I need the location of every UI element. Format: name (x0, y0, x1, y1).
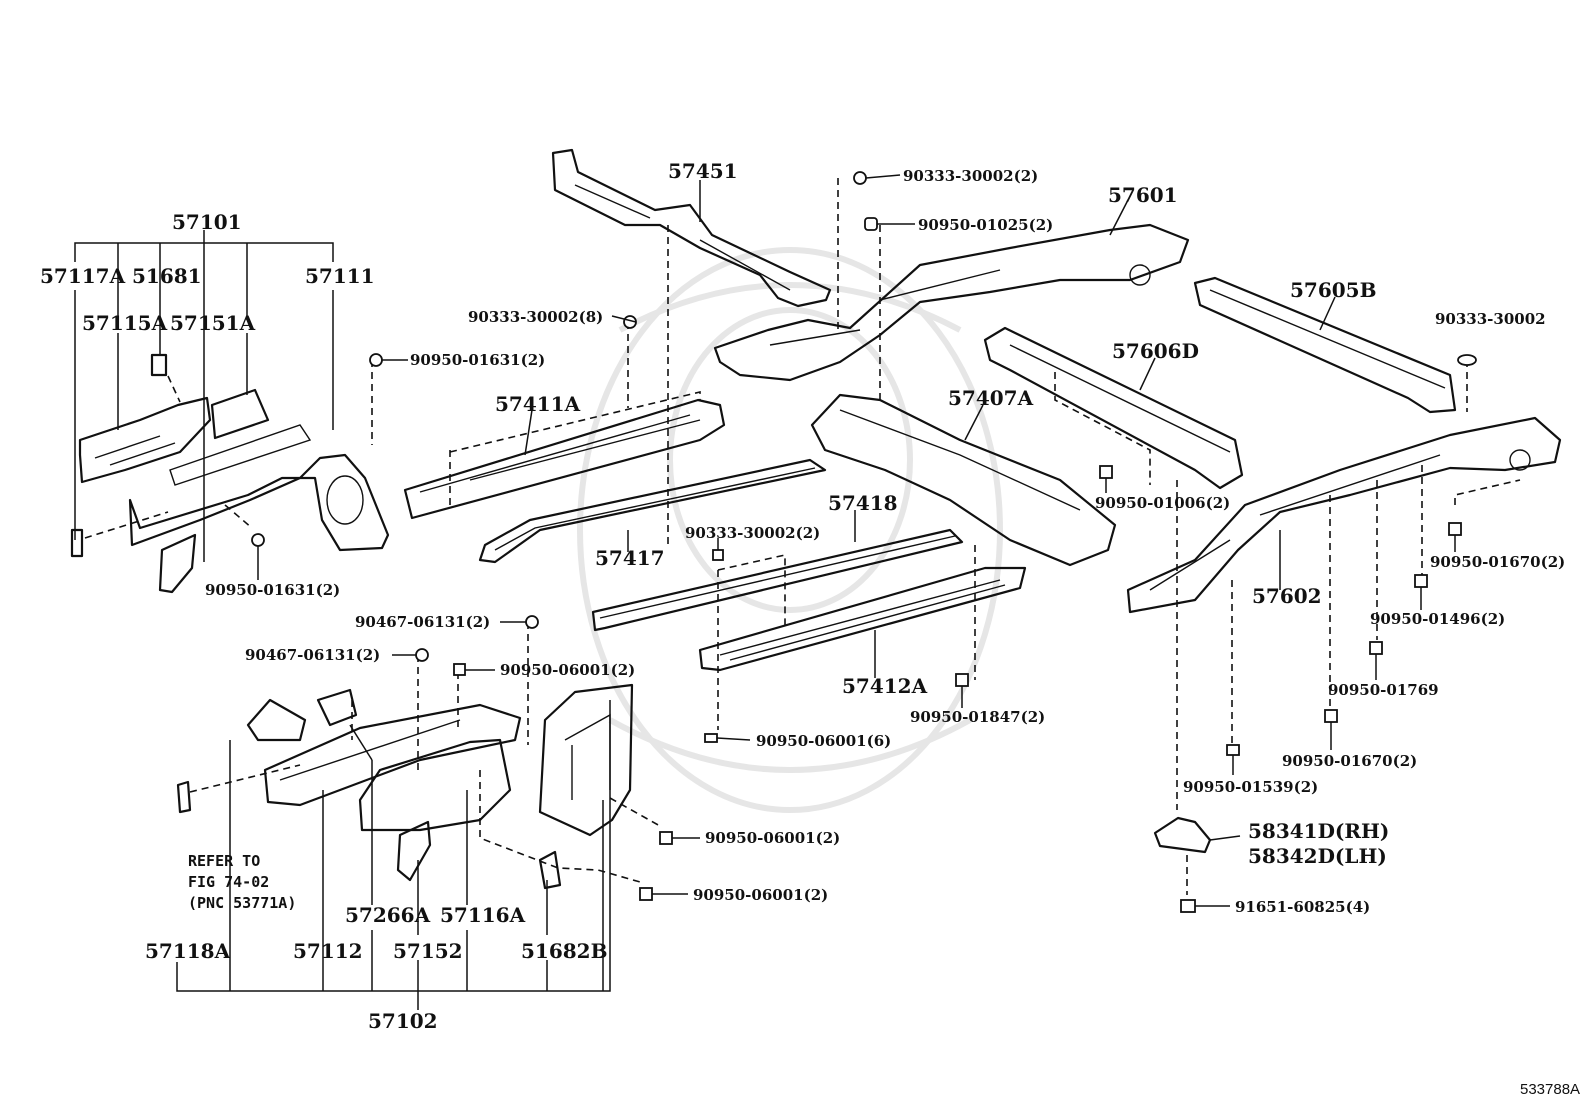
part-57116a (358, 738, 512, 832)
part-57601 (713, 223, 1190, 382)
label-90467-06131-b: 90467-06131(2) (245, 646, 380, 664)
label-90950-01631-top: 90950-01631(2) (410, 351, 545, 369)
label-90333-30002-2-mid: 90333-30002(2) (685, 524, 820, 542)
part-57111 (128, 424, 390, 552)
label-90333-30002-2-top: 90333-30002(2) (903, 167, 1038, 185)
part-51682b (538, 850, 562, 890)
part-57602 (1126, 416, 1562, 614)
label-90950-06001-6: 90950-06001(6) (756, 732, 891, 750)
label-90950-01025: 90950-01025(2) (918, 216, 1053, 234)
label-90950-01670-a: 90950-01670(2) (1430, 553, 1565, 571)
label-57116a: 57116A (440, 903, 526, 927)
label-57117a: 57117A (40, 264, 126, 288)
label-57111: 57111 (305, 264, 375, 288)
part-57605b (1193, 276, 1457, 414)
part-57266a (176, 780, 192, 814)
watermark-emblem (577, 247, 1003, 813)
label-91651-60825: 91651-60825(4) (1235, 898, 1370, 916)
label-57417: 57417 (595, 546, 665, 570)
label-57418: 57418 (828, 491, 898, 515)
part-bracket-lower-left (158, 533, 197, 594)
note-line-1: REFER TO (188, 852, 260, 870)
part-57116a-panel (538, 683, 634, 837)
label-51682b: 51682B (521, 939, 607, 963)
group-57101-bracket (74, 230, 334, 562)
part-57606d (983, 326, 1244, 490)
label-57601: 57601 (1108, 183, 1178, 207)
label-90950-01631-bot: 90950-01631(2) (205, 581, 340, 599)
label-57605b: 57605B (1290, 278, 1376, 302)
part-58341d-mount (1153, 816, 1212, 854)
part-57417 (478, 458, 827, 564)
part-57115a (78, 396, 212, 484)
part-57117a (70, 528, 84, 558)
label-90950-01769: 90950-01769 (1328, 681, 1439, 699)
label-58342d: 58342D(LH) (1248, 844, 1387, 868)
fastener-leaders (257, 174, 1456, 907)
part-57411a (403, 398, 726, 520)
label-58341d: 58341D(RH) (1248, 819, 1389, 843)
part-57118a-bracket (246, 688, 358, 742)
label-90333-30002-r: 90333-30002 (1435, 310, 1546, 328)
part-57112 (263, 703, 522, 807)
part-57451 (551, 148, 832, 308)
label-57151a: 57151A (170, 311, 256, 335)
part-57407a (810, 393, 1117, 567)
label-90950-06001-b: 90950-06001(2) (705, 829, 840, 847)
figure-code: 533788A (1520, 1081, 1580, 1098)
label-57407a: 57407A (948, 386, 1034, 410)
label-57112: 57112 (293, 939, 363, 963)
fastener-symbols (251, 171, 1477, 913)
label-57152: 57152 (393, 939, 463, 963)
note-line-2: FIG 74-02 (188, 873, 269, 891)
part-labels: 57101 57117A 51681 57111 57115A 57151A 9… (40, 159, 1580, 1098)
part-57412a (698, 566, 1027, 672)
label-90950-01670-b: 90950-01670(2) (1282, 752, 1417, 770)
label-57101: 57101 (172, 210, 242, 234)
group-57102-bracket (176, 700, 611, 1010)
label-57118a: 57118A (145, 939, 231, 963)
label-90950-01539: 90950-01539(2) (1183, 778, 1318, 796)
label-90950-01006: 90950-01006(2) (1095, 494, 1230, 512)
label-51681: 51681 (132, 264, 202, 288)
label-90467-06131-a: 90467-06131(2) (355, 613, 490, 631)
label-57102: 57102 (368, 1009, 438, 1033)
label-57115a: 57115A (82, 311, 168, 335)
label-57266a: 57266A (345, 903, 431, 927)
part-51681 (150, 353, 168, 377)
label-57606d: 57606D (1112, 339, 1199, 363)
label-57412a: 57412A (842, 674, 928, 698)
label-57411a: 57411A (495, 392, 581, 416)
part-57152 (396, 820, 432, 882)
label-90950-06001-a: 90950-06001(2) (500, 661, 635, 679)
label-90333-30002-8: 90333-30002(8) (468, 308, 603, 326)
label-90950-06001-c: 90950-06001(2) (693, 886, 828, 904)
label-90950-01847: 90950-01847(2) (910, 708, 1045, 726)
label-57451: 57451 (668, 159, 738, 183)
part-57418 (591, 528, 964, 632)
part-57151a (210, 388, 270, 440)
note-line-3: (PNC 53771A) (188, 894, 296, 912)
label-90950-01496: 90950-01496(2) (1370, 610, 1505, 628)
label-57602: 57602 (1252, 584, 1322, 608)
